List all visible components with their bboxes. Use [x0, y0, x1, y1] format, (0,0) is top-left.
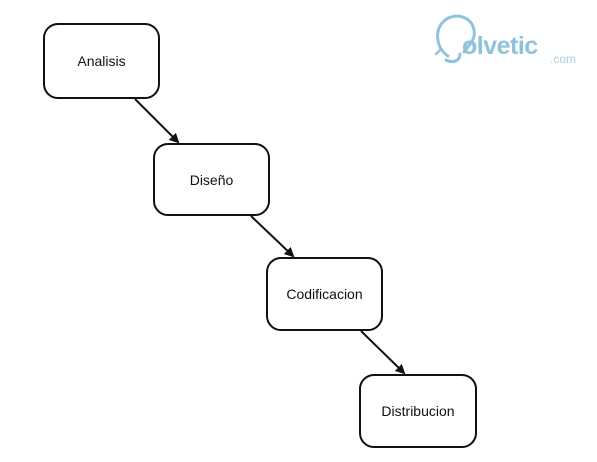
node-label: Diseño — [189, 171, 234, 188]
node-codificacion: Codificacion — [266, 257, 383, 331]
node-label: Analisis — [77, 53, 126, 69]
watermark-logo: olvetic .com — [426, 10, 591, 72]
arrow-codificacion-to-distribucion — [360, 330, 406, 375]
node-analisis: Analisis — [43, 23, 160, 99]
arrow-analisis-to-diseno — [134, 98, 180, 144]
lightbulb-icon — [434, 14, 476, 64]
node-distribucion: Distribucion — [359, 374, 477, 448]
node-label: Distribucion — [381, 403, 455, 419]
node-diseno: Diseño — [153, 143, 270, 216]
node-label: Codificacion — [286, 286, 363, 302]
arrow-diseno-to-codificacion — [250, 215, 295, 258]
watermark-text: olvetic — [462, 32, 538, 60]
watermark-suffix: .com — [550, 52, 577, 66]
